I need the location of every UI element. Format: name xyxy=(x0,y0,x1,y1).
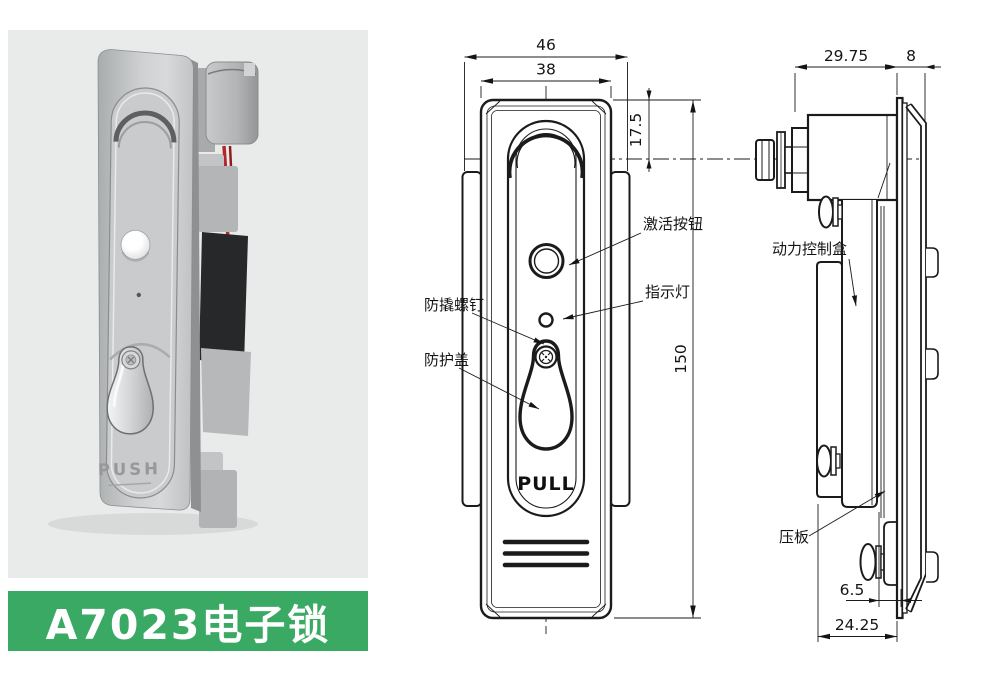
model-banner: A7023电子锁 xyxy=(8,591,368,651)
lower-gray-block xyxy=(201,348,251,436)
dim-46: 46 xyxy=(536,36,556,54)
label-pressure-plate: 压板 xyxy=(779,528,809,546)
front-dimensions xyxy=(464,54,701,619)
motor-cylinder xyxy=(205,61,259,145)
lock-render: PUSH xyxy=(48,49,259,535)
rear-housing xyxy=(188,58,259,528)
housing-block xyxy=(806,113,899,202)
dim-38: 38 xyxy=(536,61,556,79)
front-view xyxy=(461,98,631,620)
faceplate-side xyxy=(895,96,904,620)
front-leaders xyxy=(458,232,644,410)
dim-24-25: 24.25 xyxy=(835,616,879,634)
vent-slots xyxy=(502,539,590,568)
pull-label: PULL xyxy=(517,473,575,495)
right-wing xyxy=(609,171,631,507)
recess-arch xyxy=(507,133,585,179)
push-label: PUSH xyxy=(98,459,162,479)
indicator-light-circle xyxy=(538,312,554,328)
door-panel-side xyxy=(901,102,908,614)
dim-150: 150 xyxy=(672,344,690,374)
left-wing xyxy=(461,171,483,507)
label-protective-cover: 防护盖 xyxy=(424,351,469,369)
side-view xyxy=(755,96,939,620)
power-control-box-outline xyxy=(816,261,843,498)
label-anti-pry-screw: 防撬螺钉 xyxy=(424,296,484,314)
push-button xyxy=(120,229,151,260)
lower-clamp-pad xyxy=(883,521,898,586)
frame-clip xyxy=(926,348,939,380)
black-control-box xyxy=(199,232,248,364)
side-leaders xyxy=(808,258,886,537)
dim-8: 8 xyxy=(906,47,916,65)
clamp-screw xyxy=(859,543,886,581)
indicator-dot xyxy=(136,292,141,298)
protective-cover-render xyxy=(106,346,154,435)
product-photo-panel: PUSH xyxy=(8,30,368,578)
drawing-texts: 46 38 17.5 150 激活按钮 指示灯 防撬螺钉 防护盖 PULL 29… xyxy=(424,36,916,634)
button-barrel xyxy=(791,127,809,193)
frame-clip xyxy=(926,247,939,278)
clamp-screw xyxy=(816,444,841,478)
lock-body-column xyxy=(841,200,878,508)
protective-cover-outline xyxy=(518,339,574,451)
frame-profile xyxy=(905,106,922,610)
label-indicator-light: 指示灯 xyxy=(645,283,690,301)
recess-shadow-arc xyxy=(113,110,177,143)
clamp-screw xyxy=(818,195,843,229)
frame-clip xyxy=(926,551,939,583)
dim-29-75: 29.75 xyxy=(824,47,868,65)
pressure-plate-line xyxy=(880,206,885,518)
dim-6-5: 6.5 xyxy=(840,581,865,599)
label-power-control-box: 动力控制盒 xyxy=(772,240,847,258)
label-activate-button: 激活按钮 xyxy=(643,215,703,233)
side-dimensions xyxy=(794,64,941,642)
hex-nut xyxy=(755,139,775,181)
model-banner-text: A7023电子锁 xyxy=(45,601,331,649)
dim-17-5: 17.5 xyxy=(627,113,645,148)
front-plate: PUSH xyxy=(98,49,194,511)
